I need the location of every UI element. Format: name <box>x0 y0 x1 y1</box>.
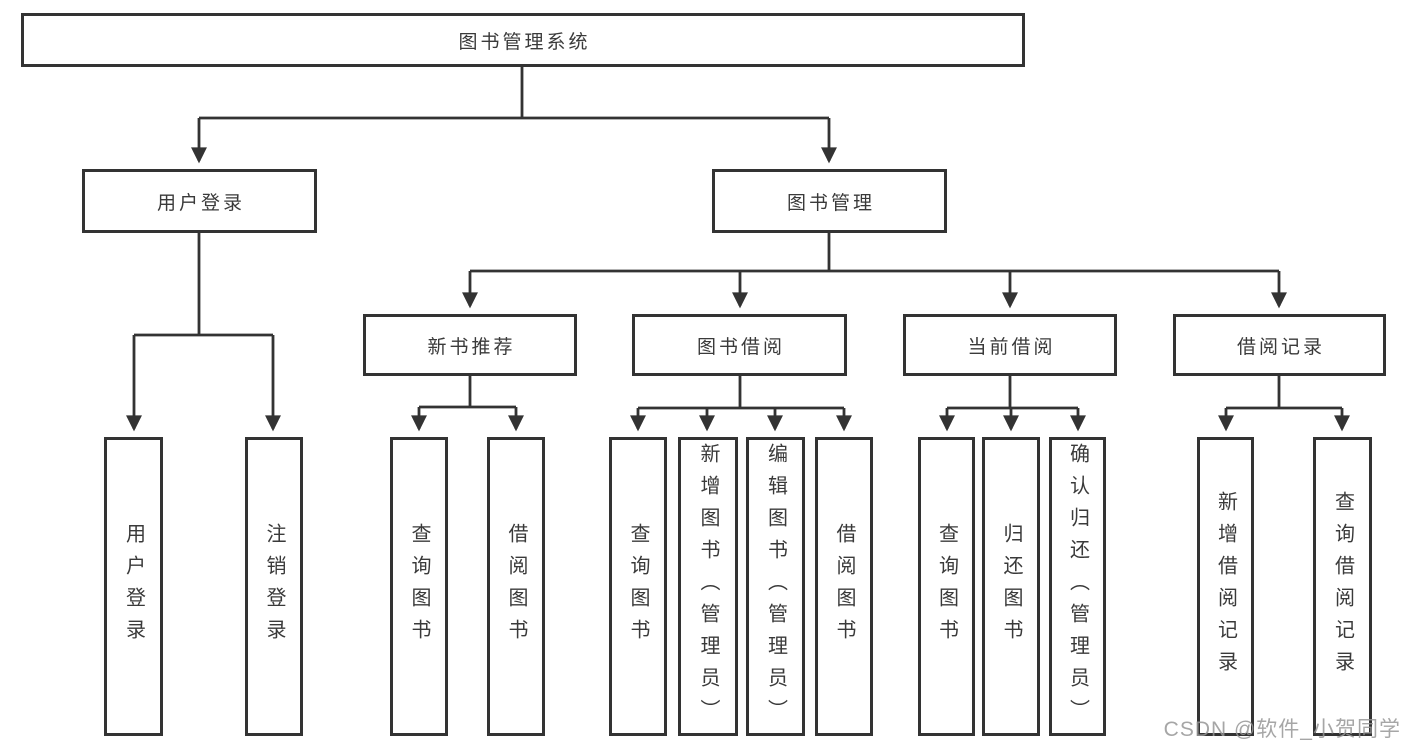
node-borrow-books-recommend: 借阅图书 <box>487 437 545 736</box>
node-label: 图书借阅 <box>696 336 785 358</box>
node-label: 借阅记录 <box>1236 336 1325 358</box>
node-label: 新增借阅记录 <box>1214 490 1237 683</box>
node-label: 查询图书 <box>408 522 430 651</box>
node-borrowing-records: 借阅记录 <box>1173 314 1386 376</box>
node-query-borrow-record: 查询借阅记录 <box>1313 437 1372 736</box>
node-book-management: 图书管理 <box>712 169 947 233</box>
node-label: 归还图书 <box>1000 522 1022 651</box>
node-book-borrowing: 图书借阅 <box>632 314 847 376</box>
node-new-book-recommendation: 新书推荐 <box>363 314 577 376</box>
node-current-borrowing: 当前借阅 <box>903 314 1117 376</box>
node-user-login-branch: 用户登录 <box>82 169 317 233</box>
node-add-borrow-record: 新增借阅记录 <box>1197 437 1254 736</box>
node-label: 查询图书 <box>935 522 958 651</box>
node-query-books-current: 查询图书 <box>918 437 975 736</box>
node-library-system: 图书管理系统 <box>21 13 1025 67</box>
node-label: 图书管理 <box>786 192 875 214</box>
node-label: 注销登录 <box>263 522 285 651</box>
node-confirm-return-admin: 确认归还（管理员） <box>1049 437 1106 736</box>
node-label: 用户登录 <box>156 192 245 214</box>
node-label: 查询图书 <box>627 522 649 651</box>
node-label: 当前借阅 <box>967 336 1056 358</box>
node-borrow-books-borrowing: 借阅图书 <box>815 437 873 736</box>
node-return-books: 归还图书 <box>982 437 1040 736</box>
node-label: 新书推荐 <box>427 336 516 358</box>
node-label: 借阅图书 <box>505 522 527 651</box>
node-user-login: 用户登录 <box>104 437 163 736</box>
node-add-books-admin: 新增图书（管理员） <box>678 437 738 736</box>
node-logout-login: 注销登录 <box>245 437 303 736</box>
node-label: 查询借阅记录 <box>1331 490 1354 683</box>
node-query-books-borrowing: 查询图书 <box>609 437 667 736</box>
node-query-books-recommend: 查询图书 <box>390 437 448 736</box>
node-label: 用户登录 <box>122 522 145 651</box>
node-label: 编辑图书（管理员） <box>764 442 787 731</box>
node-edit-books-admin: 编辑图书（管理员） <box>746 437 805 736</box>
node-label: 新增图书（管理员） <box>697 442 719 731</box>
node-label: 借阅图书 <box>833 522 855 651</box>
node-label: 图书管理系统 <box>458 31 591 53</box>
node-label: 确认归还（管理员） <box>1066 442 1089 731</box>
